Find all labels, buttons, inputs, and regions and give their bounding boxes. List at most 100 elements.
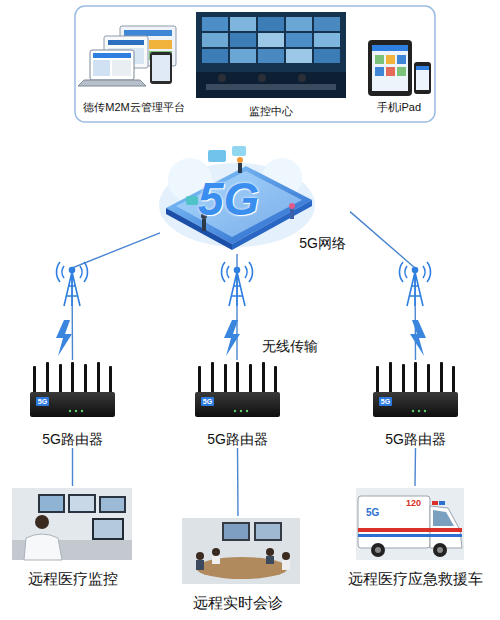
ambulance-picture-part [371,543,385,557]
remote-monitoring-picture-part [101,498,124,511]
router-picture-part-part [81,410,83,412]
router-picture-part-part [211,362,214,394]
ambulance-picture-part [433,543,447,557]
signal-tower-part [235,268,240,273]
monitoring-center-picture-part [286,49,312,63]
monitoring-center-picture [196,12,346,98]
router-picture-part-part [224,364,227,394]
ambulance-picture-part [356,488,464,560]
ambulance-picture-part [437,547,443,553]
remote-monitoring-picture-part [35,515,49,529]
router-picture-part-part [71,362,74,394]
node-caption: 5G路由器 [42,431,103,448]
remote-consultation-picture-part [266,548,274,556]
monitoring-center-picture-part [230,33,256,47]
platform-panel-part [75,6,435,122]
remote-monitoring-picture-part [68,494,96,513]
monitoring-center-picture-part [314,17,340,31]
remote-monitoring-picture-part [92,518,124,540]
ambulance-picture-part [439,501,445,505]
remote-consultation-picture-part [266,556,274,564]
router-picture-part-part [236,362,239,394]
monitoring-center-picture-part [196,72,346,98]
signal-tower-part [229,272,245,306]
monitoring-center-picture-part [314,33,340,47]
ambulance-picture-part [432,501,438,505]
signal-tower-part [399,262,430,282]
monitoring-center-picture-part [202,33,228,47]
tablet-picture-part [372,45,408,51]
cloud-platform-picture-part [78,80,146,86]
router-picture-part-part [59,364,62,394]
monitoring-center-picture-part [202,49,228,63]
router-picture-part-part [418,410,420,412]
router-picture-part-part [240,410,242,412]
remote-consultation-picture-part [256,524,280,539]
remote-monitoring-picture-part [40,496,63,511]
network-node: 5G5G网络 [160,148,350,254]
remote-consultation-picture-part [222,522,250,541]
monitoring-center-picture-part [196,12,346,98]
tablet-picture-part [368,40,412,96]
remote-consultation-picture-part [182,518,300,584]
monitoring-center-picture-part [258,33,284,47]
router-picture-part-part [427,364,430,394]
network-emblem-text: 5G [198,172,259,227]
5g-network-picture-part [166,166,312,244]
ambulance-picture-part [375,547,381,553]
node-caption: 远程医疗监控 [28,570,118,588]
remote-monitoring-picture-part [12,488,132,560]
ambulance-picture-part [358,534,462,537]
router-badge: 5G [201,398,214,406]
wireless-bolt-part [56,320,72,356]
router-picture-part [36,397,49,406]
connector-line [350,212,416,360]
wireless-bolt-part [410,320,426,356]
signal-tower-part [407,272,423,306]
cloud-platform-picture-part [93,60,110,76]
tablet-picture-part [416,66,429,90]
remote-monitoring-picture-part [38,494,65,513]
5g-network-picture-part [208,150,226,162]
connector-line [237,448,239,516]
router-picture-part-part [84,364,87,394]
cloud-platform-picture-part [112,60,131,76]
router-picture-part-part [109,366,112,396]
router-picture-part-part [402,364,405,394]
5g-network-picture-part [237,157,243,163]
tablet-picture-part [372,45,408,91]
router-picture-part-part [452,366,455,396]
router-picture-part-part [440,362,443,394]
cloud-platform-picture [78,26,176,86]
router-picture-part [201,397,214,406]
connector-line [72,233,160,360]
remote-consultation-picture-part [196,560,204,570]
tablet-picture-part [416,66,429,70]
monitoring-center-picture-part [258,17,284,31]
router-picture-part-part [376,366,379,396]
5g-network-picture-part [186,196,198,205]
remote-consultation-picture-part [224,524,248,539]
5g-network-picture-part [290,209,294,219]
5g-network-picture-part [238,163,242,173]
cloud-platform-picture-part [93,53,131,58]
5g-network-picture-part [289,203,295,209]
router-picture-part [195,392,280,417]
router-picture-part [69,410,426,412]
router-picture-part-part [274,366,277,396]
router-picture-part-part [46,362,49,394]
router-picture-part-part [262,362,265,394]
node-caption: 手机iPad [377,101,421,114]
remote-monitoring-picture-part [70,496,94,511]
platform-panel [75,6,435,122]
remote-consultation-picture-part [196,557,288,579]
router-picture-part-part [69,410,71,412]
monitoring-center-picture-part [258,49,284,63]
router-picture-part-part [424,410,426,412]
node-caption: 5G路由器 [385,431,446,448]
router-picture-part [373,392,458,417]
remote-consultation-picture-part [282,552,290,560]
tablet-picture-part [375,67,384,76]
router-picture-part-part [234,410,236,412]
